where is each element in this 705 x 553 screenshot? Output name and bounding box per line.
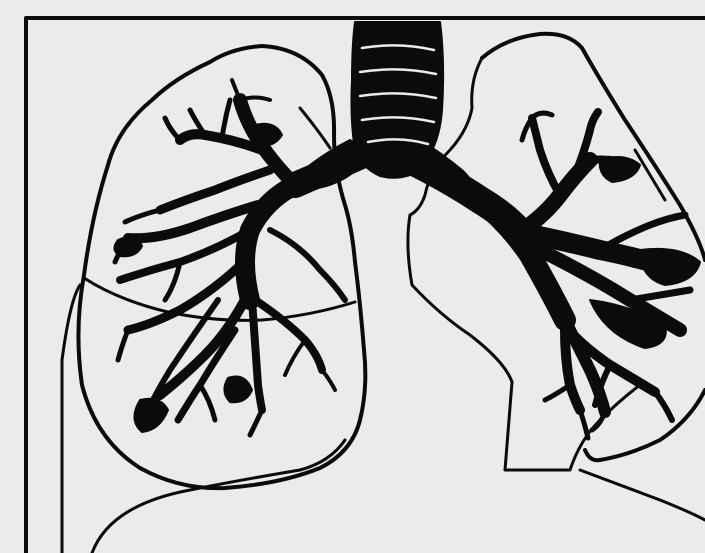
left-bronchial-tree	[410, 112, 700, 438]
right-lung	[78, 46, 375, 488]
left-lung	[410, 34, 705, 461]
trachea	[296, 22, 480, 200]
